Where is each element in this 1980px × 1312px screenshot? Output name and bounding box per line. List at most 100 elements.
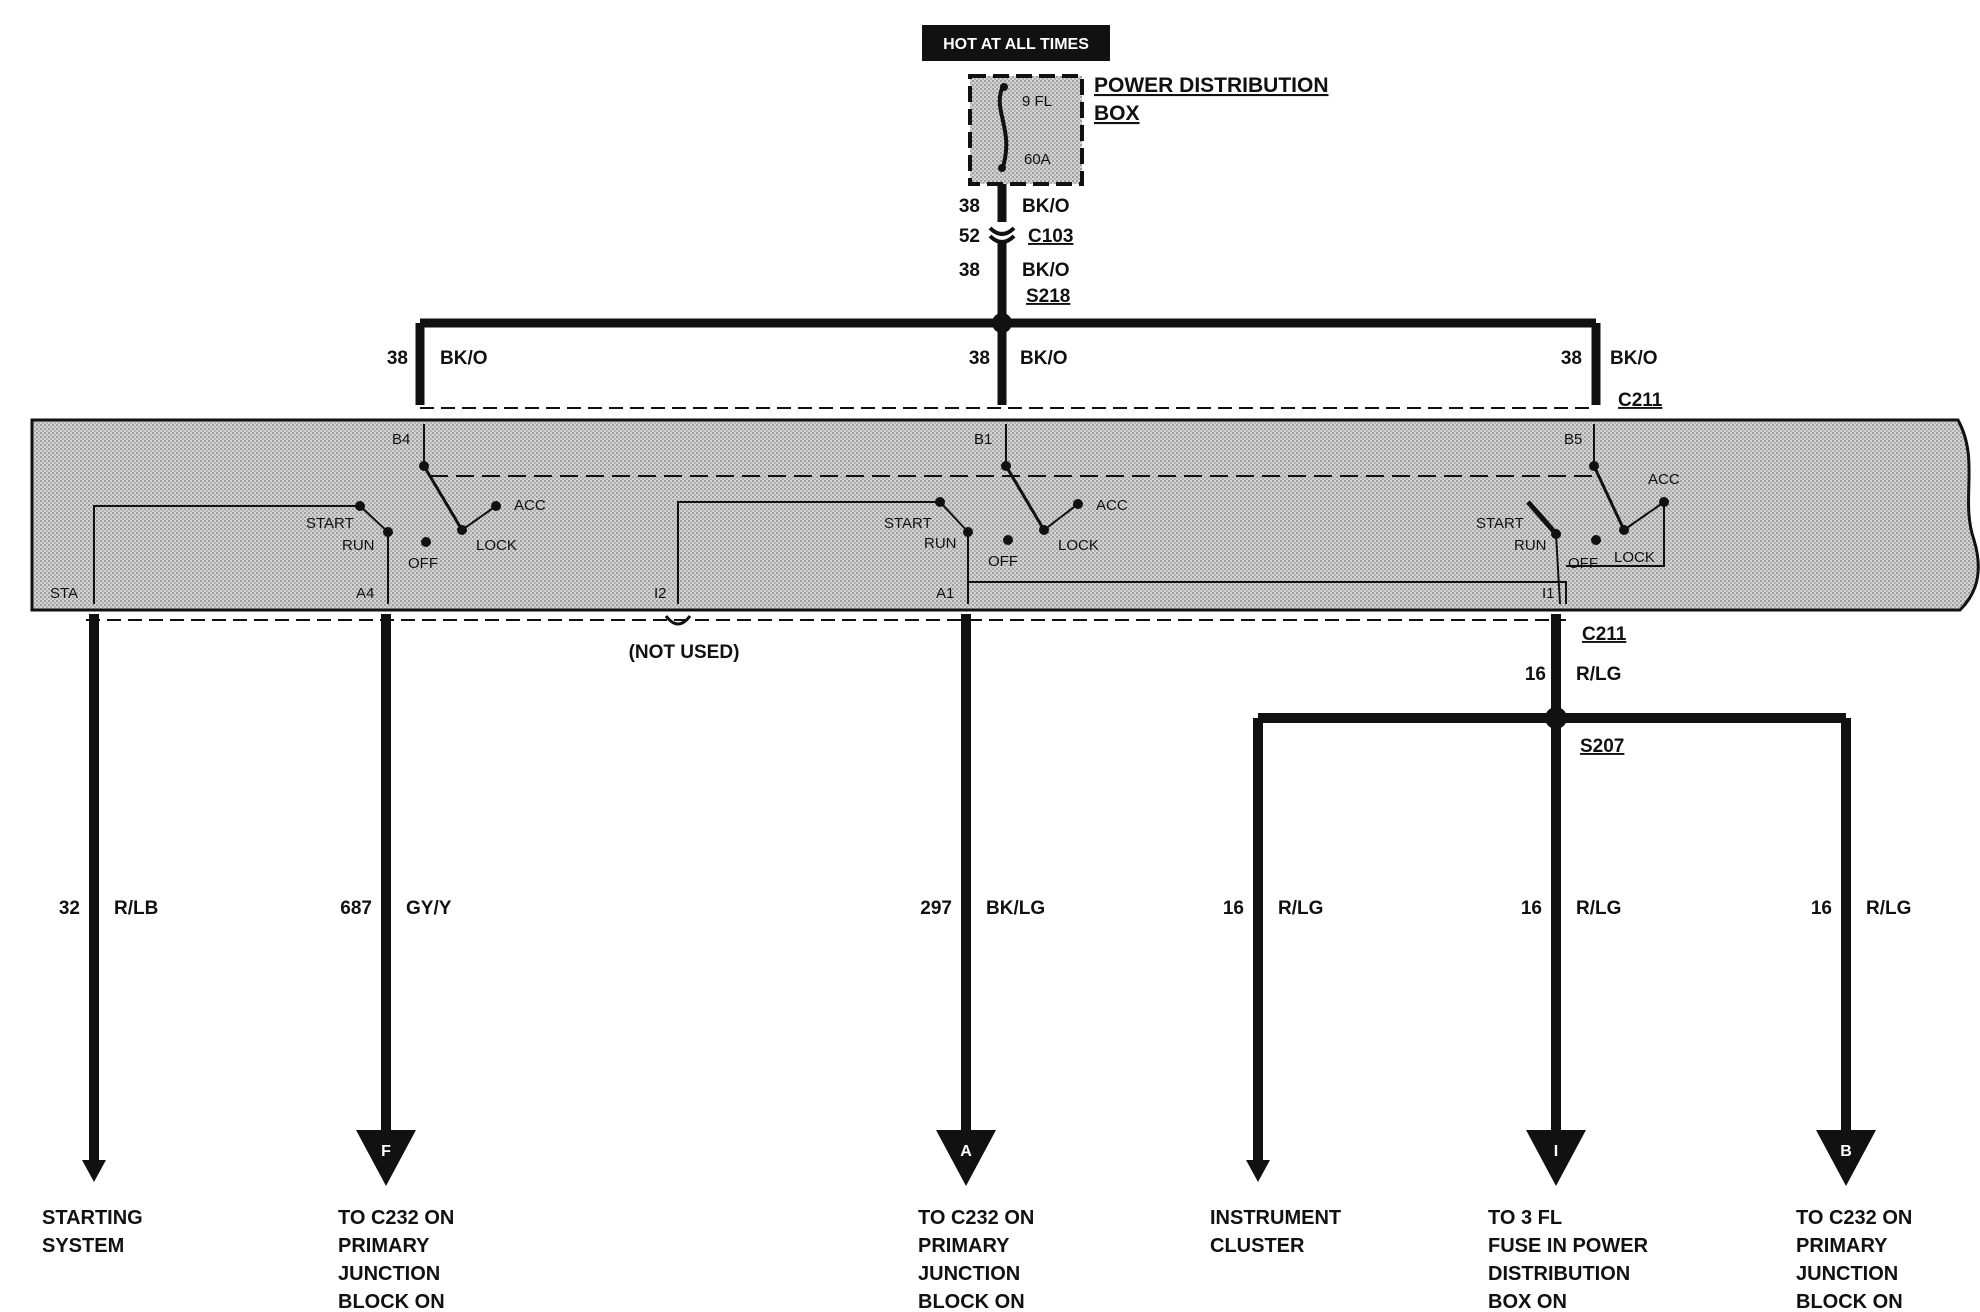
output-5-destination-line-1: TO 3 FL <box>1488 1207 1562 1229</box>
output-2-destination-line-3: JUNCTION <box>338 1263 440 1285</box>
pin-b4: B4 <box>392 431 410 448</box>
c103-pin-number: 52 <box>959 226 980 247</box>
fuse-rating-top: 9 FL <box>1022 93 1052 110</box>
feed-wire <box>988 184 1016 322</box>
pos-lock-2: LOCK <box>1058 537 1099 554</box>
output-1-destination-line-2: SYSTEM <box>42 1235 124 1257</box>
output-6-destination-line-1: TO C232 ON <box>1796 1207 1912 1229</box>
output-5-destination-line-4: BOX ON <box>1488 1291 1567 1312</box>
pos-acc-2: ACC <box>1096 497 1128 514</box>
pin-b5: B5 <box>1564 431 1582 448</box>
pin-b1: B1 <box>974 431 992 448</box>
output-6-circuit-number: 16 <box>1811 898 1832 919</box>
pos-off-2: OFF <box>988 553 1018 570</box>
branch-2-number: 38 <box>969 348 990 369</box>
output-circuits: 32 R/LB STARTING SYSTEM 687 GY/Y F TO C232 ON PR… <box>42 898 1912 1312</box>
pin-sta: STA <box>50 585 78 602</box>
output-6-destination-line-2: PRIMARY <box>1796 1235 1888 1257</box>
pos-lock-1: LOCK <box>476 537 517 554</box>
output-4-circuit-number: 16 <box>1223 898 1244 919</box>
output-1-circuit-number: 32 <box>59 898 80 919</box>
power-box-title-line1: POWER DISTRIBUTION <box>1094 74 1329 97</box>
pos-run-1: RUN <box>342 537 375 554</box>
feed-wire-color-2: BK/O <box>1022 260 1070 281</box>
pos-off-3: OFF <box>1568 555 1598 572</box>
output-3-wire-color: BK/LG <box>986 898 1045 919</box>
output-4-destination-line-2: CLUSTER <box>1210 1235 1305 1257</box>
pos-run-2: RUN <box>924 535 957 552</box>
output-4-wire-color: R/LG <box>1278 898 1323 919</box>
ignition-switch-panel <box>30 418 1980 612</box>
fuse-rating-bottom: 60A <box>1024 151 1051 168</box>
output-1-wire-color: R/LB <box>114 898 158 919</box>
c211-top-connector: C211 <box>1618 390 1663 411</box>
pin-i2: I2 <box>654 585 667 602</box>
pin-a4: A4 <box>356 585 374 602</box>
output-3-destination-line-3: JUNCTION <box>918 1263 1020 1285</box>
power-distribution-box: 9 FL 60A <box>968 74 1084 186</box>
output-2-destination-line-1: TO C232 ON <box>338 1207 454 1229</box>
s207-splice-dot <box>1545 707 1567 729</box>
i1-circuit-number: 16 <box>1525 664 1546 685</box>
switch-section-3 <box>1526 424 1669 605</box>
output-6-destination-line-4: BLOCK ON <box>1796 1291 1903 1312</box>
pos-lock-3: LOCK <box>1614 549 1655 566</box>
pin-a1: A1 <box>936 585 954 602</box>
fuse-icon <box>997 83 1009 171</box>
s218-splice-dot <box>992 313 1012 333</box>
pos-acc-3: ACC <box>1648 471 1680 488</box>
output-2-arrow-icon <box>356 1130 416 1186</box>
branch-3-number: 38 <box>1561 348 1582 369</box>
output-6-destination-line-3: JUNCTION <box>1796 1263 1898 1285</box>
c211-bottom-connector: C211 <box>1582 624 1627 645</box>
output-3-destination-line-4: BLOCK ON <box>918 1291 1025 1312</box>
output-2-destination-line-4: BLOCK ON <box>338 1291 445 1312</box>
output-1-destination-line-1: STARTING <box>42 1207 143 1229</box>
pos-start-1: START <box>306 515 354 532</box>
output-3-arrow-icon <box>936 1130 996 1186</box>
output-5-circuit-number: 16 <box>1521 898 1542 919</box>
output-2-circuit-number: 687 <box>340 898 372 919</box>
pos-start-3: START <box>1476 515 1524 532</box>
hot-at-all-times-label: HOT AT ALL TIMES <box>922 25 1110 61</box>
output-3-arrow-letter: A <box>960 1143 972 1160</box>
pos-start-2: START <box>884 515 932 532</box>
s207-splice: S207 <box>1580 736 1624 757</box>
feed-circuit-number-2: 38 <box>959 260 980 281</box>
output-5-wire-color: R/LG <box>1576 898 1621 919</box>
output-5-destination-line-2: FUSE IN POWER <box>1488 1235 1649 1257</box>
output-4-arrowhead-icon <box>1246 1160 1270 1182</box>
output-4-destination-line-1: INSTRUMENT <box>1210 1207 1341 1229</box>
top-bus <box>415 313 1601 409</box>
branch-1-color: BK/O <box>440 348 488 369</box>
switch-section-2 <box>677 424 1567 604</box>
output-3-destination-line-1: TO C232 ON <box>918 1207 1034 1229</box>
s218-splice: S218 <box>1026 286 1070 307</box>
c103-connector: C103 <box>1028 226 1073 247</box>
not-used-label: (NOT USED) <box>629 642 740 663</box>
branch-1-number: 38 <box>387 348 408 369</box>
output-6-arrow-letter: B <box>1840 1143 1852 1160</box>
output-wires <box>89 614 1851 1166</box>
output-2-wire-color: GY/Y <box>406 898 452 919</box>
svg-text:HOT AT ALL TIMES: HOT AT ALL TIMES <box>943 36 1089 53</box>
output-3-destination-line-2: PRIMARY <box>918 1235 1010 1257</box>
output-5-destination-line-3: DISTRIBUTION <box>1488 1263 1630 1285</box>
i2-unused-pin <box>664 615 692 626</box>
pos-run-3: RUN <box>1514 537 1547 554</box>
output-2-arrow-letter: F <box>381 1143 391 1160</box>
feed-wire-color: BK/O <box>1022 196 1070 217</box>
feed-circuit-number: 38 <box>959 196 980 217</box>
output-3-circuit-number: 297 <box>920 898 952 919</box>
pin-i1: I1 <box>1542 585 1555 602</box>
i1-wire-color: R/LG <box>1576 664 1621 685</box>
output-6-arrow-icon <box>1816 1130 1876 1186</box>
switch-section-1 <box>93 424 501 604</box>
power-box-title-line2: BOX <box>1094 102 1140 125</box>
pos-acc-1: ACC <box>514 497 546 514</box>
output-1-arrowhead-icon <box>82 1160 106 1182</box>
output-2-destination-line-2: PRIMARY <box>338 1235 430 1257</box>
output-5-arrow-letter: I <box>1554 1143 1558 1160</box>
output-5-arrow-icon <box>1526 1130 1586 1186</box>
